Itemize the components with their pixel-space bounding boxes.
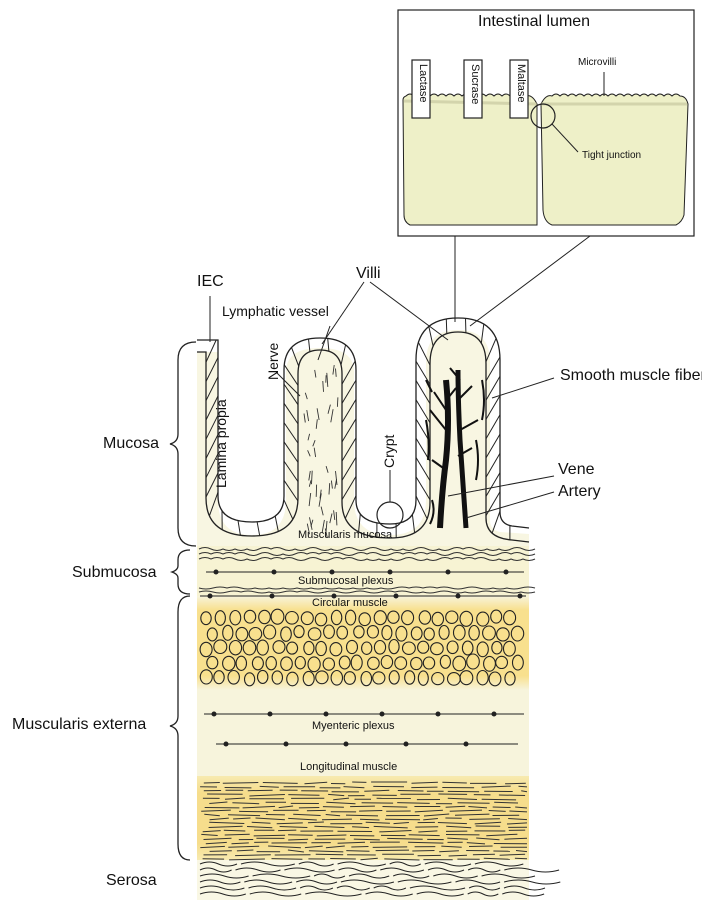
muscularis-brace bbox=[170, 596, 190, 860]
smooth-muscle-fiber-label: Smooth muscle fiber bbox=[560, 368, 702, 384]
mucosa-brace bbox=[170, 342, 196, 546]
sucrase-label: Sucrase bbox=[469, 64, 480, 104]
crypt-label: Crypt bbox=[382, 435, 396, 468]
myenteric-plexus-label: Myenteric plexus bbox=[312, 721, 395, 732]
villi-label: Villi bbox=[356, 266, 381, 282]
artery-label: Artery bbox=[558, 484, 601, 500]
longitudinal-muscle-label: Longitudinal muscle bbox=[300, 762, 397, 773]
inset-connector-right bbox=[470, 236, 590, 326]
submucosal-plexus-label: Submucosal plexus bbox=[298, 576, 393, 587]
iec-label: IEC bbox=[197, 274, 224, 290]
mucosa-villi bbox=[197, 282, 554, 546]
lactase-label: Lactase bbox=[417, 64, 428, 103]
lymphatic-vessel-label: Lymphatic vessel bbox=[222, 304, 329, 318]
nerve-label: Nerve bbox=[266, 343, 280, 380]
submucosa-brace bbox=[172, 550, 190, 594]
lamina-propia-label: Lamina propia bbox=[214, 399, 228, 488]
microvilli-label: Microvilli bbox=[578, 58, 616, 68]
serosa-layer bbox=[197, 860, 529, 900]
layer-braces bbox=[170, 342, 196, 860]
vene-label: Vene bbox=[558, 462, 594, 478]
submucosa-label: Submucosa bbox=[72, 565, 157, 581]
lumen-inset bbox=[398, 10, 694, 236]
maltase-label: Maltase bbox=[515, 64, 526, 103]
mucosa-label: Mucosa bbox=[103, 436, 159, 452]
muscularis-mucosa-label: Muscularis mucosa bbox=[298, 530, 392, 541]
inset-title: Intestinal lumen bbox=[478, 14, 590, 30]
serosa-label: Serosa bbox=[106, 873, 157, 889]
circular-muscle-label: Circular muscle bbox=[312, 598, 388, 609]
tight-junction-label: Tight junction bbox=[582, 151, 641, 161]
muscularis-externa-label: Muscularis externa bbox=[12, 717, 146, 733]
